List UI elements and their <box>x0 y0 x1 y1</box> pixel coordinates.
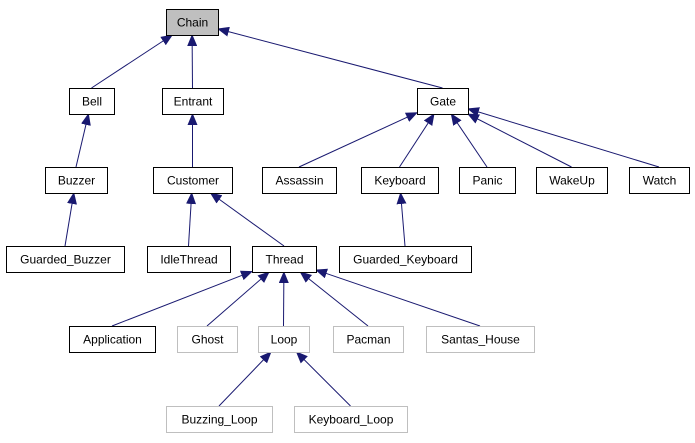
class-node-label-guarded-keyboard: Guarded_Keyboard <box>353 253 458 267</box>
class-node-label-bell: Bell <box>82 95 102 109</box>
inherits-edge-idlethread-to-customer <box>186 192 197 247</box>
class-node-label-loop: Loop <box>271 333 298 347</box>
inherits-edge-thread-to-customer <box>209 192 285 247</box>
class-node-label-assassin: Assassin <box>275 174 323 188</box>
inherits-edge-santas-house-to-thread <box>315 268 481 327</box>
class-node-label-pacman: Pacman <box>346 333 390 347</box>
inherits-edge-gate-to-chain <box>217 26 443 89</box>
class-node-buzzer[interactable]: Buzzer <box>45 167 108 194</box>
class-node-label-keyboard-loop: Keyboard_Loop <box>309 413 394 427</box>
inherits-edge-bell-to-chain <box>91 34 174 89</box>
class-node-gate[interactable]: Gate <box>417 88 469 115</box>
class-node-box-gate <box>417 88 469 115</box>
class-node-label-thread: Thread <box>265 253 303 267</box>
inherits-edge-ghost-to-thread <box>206 271 270 327</box>
class-node-label-buzzing-loop: Buzzing_Loop <box>181 413 257 427</box>
class-node-bell[interactable]: Bell <box>69 88 115 115</box>
inherits-edge-wakeup-to-gate <box>467 113 572 168</box>
inherits-edge-watch-to-gate <box>467 107 660 168</box>
inherits-edge-application-to-thread <box>111 270 253 327</box>
class-node-customer[interactable]: Customer <box>153 167 233 194</box>
class-node-label-idlethread: IdleThread <box>160 253 217 267</box>
class-node-label-keyboard: Keyboard <box>374 174 425 188</box>
class-node-pacman[interactable]: Pacman <box>333 326 404 353</box>
class-node-application[interactable]: Application <box>69 326 156 353</box>
class-node-wakeup[interactable]: WakeUp <box>536 167 608 194</box>
inherits-edge-assassin-to-gate <box>298 112 418 168</box>
class-node-box-guarded-keyboard <box>339 246 472 273</box>
class-node-label-wakeup: WakeUp <box>549 174 595 188</box>
inherits-edge-guarded-buzzer-to-buzzer <box>64 192 77 247</box>
class-node-panic[interactable]: Panic <box>459 167 516 194</box>
class-node-box-ghost <box>177 326 238 353</box>
class-node-box-chain <box>166 9 219 36</box>
class-node-entrant[interactable]: Entrant <box>162 88 224 115</box>
class-node-box-buzzer <box>45 167 108 194</box>
class-node-box-wakeup <box>536 167 608 194</box>
class-node-box-customer <box>153 167 233 194</box>
class-node-label-guarded-buzzer: Guarded_Buzzer <box>20 253 111 267</box>
class-node-box-guarded-buzzer <box>6 246 125 273</box>
class-node-watch[interactable]: Watch <box>629 167 690 194</box>
inherits-edge-guarded-keyboard-to-keyboard <box>396 192 407 247</box>
class-node-box-loop <box>258 326 310 353</box>
class-node-label-customer: Customer <box>167 174 219 188</box>
class-node-box-buzzing-loop <box>166 406 273 433</box>
class-node-box-idlethread <box>147 246 231 273</box>
class-node-box-application <box>69 326 156 353</box>
class-node-label-santas-house: Santas_House <box>441 333 520 347</box>
class-node-loop[interactable]: Loop <box>258 326 310 353</box>
class-node-box-keyboard-loop <box>294 406 408 433</box>
class-node-label-chain: Chain <box>177 16 208 30</box>
inherits-edge-panic-to-gate <box>450 113 488 168</box>
class-node-label-watch: Watch <box>643 174 677 188</box>
inherits-edge-buzzer-to-bell <box>75 113 91 168</box>
class-node-label-buzzer: Buzzer <box>58 174 95 188</box>
class-node-label-gate: Gate <box>430 95 456 109</box>
class-node-label-entrant: Entrant <box>174 95 213 109</box>
class-node-buzzing-loop[interactable]: Buzzing_Loop <box>166 406 273 433</box>
inherits-edge-buzzing-loop-to-loop <box>218 351 272 407</box>
inherits-edge-pacman-to-thread <box>299 271 369 327</box>
class-node-box-panic <box>459 167 516 194</box>
class-node-santas-house[interactable]: Santas_House <box>426 326 535 353</box>
class-node-guarded-buzzer[interactable]: Guarded_Buzzer <box>6 246 125 273</box>
inherits-edge-keyboard-loop-to-loop <box>295 351 351 407</box>
class-node-keyboard[interactable]: Keyboard <box>361 167 439 194</box>
class-node-box-assassin <box>262 167 337 194</box>
inheritance-edges <box>64 26 660 407</box>
class-node-ghost[interactable]: Ghost <box>177 326 238 353</box>
class-node-box-thread <box>252 246 317 273</box>
class-node-thread[interactable]: Thread <box>252 246 317 273</box>
class-node-chain[interactable]: Chain <box>166 9 219 36</box>
class-node-box-bell <box>69 88 115 115</box>
inherits-edge-keyboard-to-gate <box>399 113 435 168</box>
class-node-label-application: Application <box>83 333 142 347</box>
class-node-box-watch <box>629 167 690 194</box>
class-node-box-entrant <box>162 88 224 115</box>
class-node-box-santas-house <box>426 326 535 353</box>
class-node-box-keyboard <box>361 167 439 194</box>
class-node-idlethread[interactable]: IdleThread <box>147 246 231 273</box>
class-node-box-pacman <box>333 326 404 353</box>
class-node-keyboard-loop[interactable]: Keyboard_Loop <box>294 406 408 433</box>
class-node-label-panic: Panic <box>472 174 502 188</box>
class-node-assassin[interactable]: Assassin <box>262 167 337 194</box>
class-node-guarded-keyboard[interactable]: Guarded_Keyboard <box>339 246 472 273</box>
class-node-label-ghost: Ghost <box>191 333 224 347</box>
